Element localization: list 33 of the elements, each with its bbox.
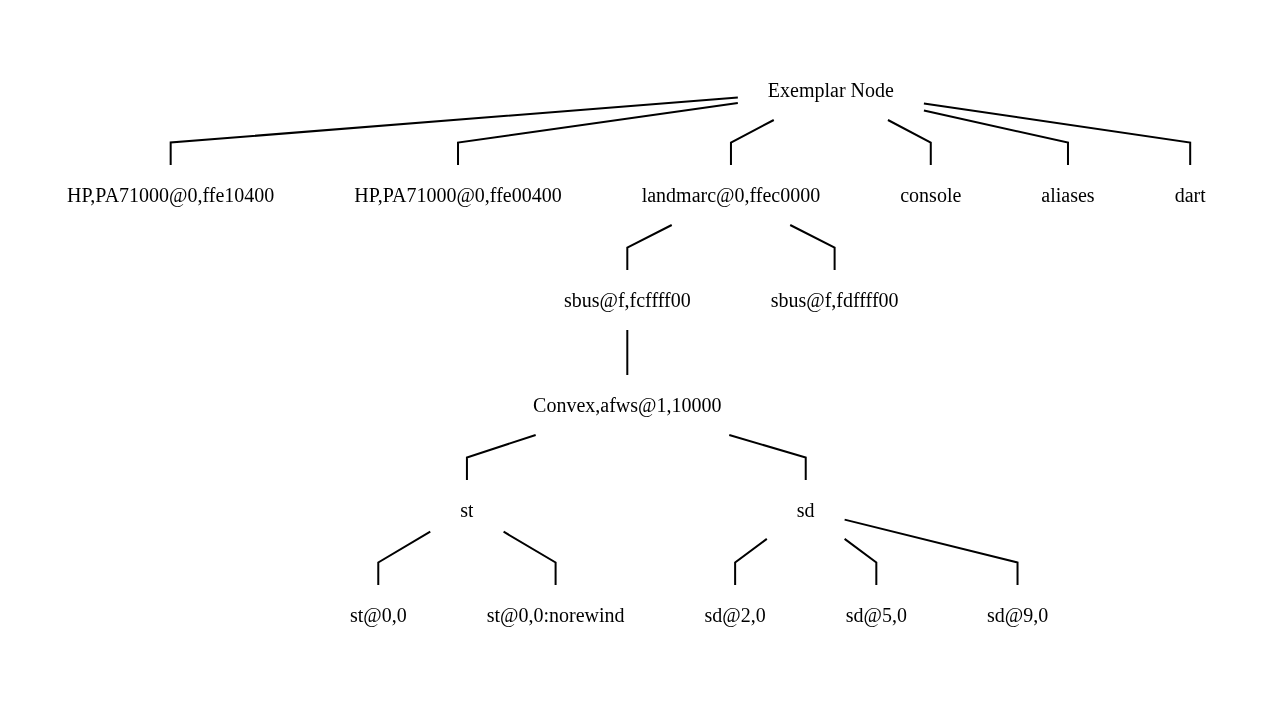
- node-text: landmarc@0,ffec0000: [641, 184, 820, 206]
- node-text: st@0,0: [349, 604, 407, 626]
- connector: [729, 119, 775, 166]
- node-text: sd: [796, 499, 815, 521]
- node-text: sd@5,0: [845, 604, 907, 626]
- node-text: Exemplar Node: [767, 79, 894, 101]
- node-text: dart: [1174, 184, 1206, 206]
- connector: [376, 530, 431, 586]
- connector: [502, 530, 557, 586]
- connector: [843, 518, 1019, 586]
- node-text: console: [899, 184, 961, 206]
- node-text: st@0,0:norewind: [486, 604, 625, 626]
- connector: [733, 537, 768, 586]
- node-text: st: [459, 499, 474, 521]
- connector: [922, 109, 1069, 166]
- connector: [727, 434, 807, 481]
- node-text: sd@2,0: [704, 604, 766, 626]
- node-text: HP,PA71000@0,ffe00400: [353, 184, 562, 206]
- connector: [625, 224, 673, 271]
- node-text: sbus@f,fdffff00: [770, 289, 899, 311]
- connector: [843, 537, 877, 586]
- node-text: sd@9,0: [986, 604, 1048, 626]
- connector: [922, 102, 1191, 166]
- node-text: Convex,afws@1,10000: [532, 394, 722, 416]
- node-text: HP,PA71000@0,ffe10400: [66, 184, 274, 206]
- connector: [169, 96, 739, 166]
- connector: [788, 224, 836, 271]
- node-text: aliases: [1040, 184, 1095, 206]
- connector: [456, 102, 739, 166]
- connector: [465, 434, 537, 481]
- node-text: sbus@f,fcffff00: [563, 289, 691, 311]
- connector: [886, 119, 932, 166]
- connector: [625, 329, 628, 376]
